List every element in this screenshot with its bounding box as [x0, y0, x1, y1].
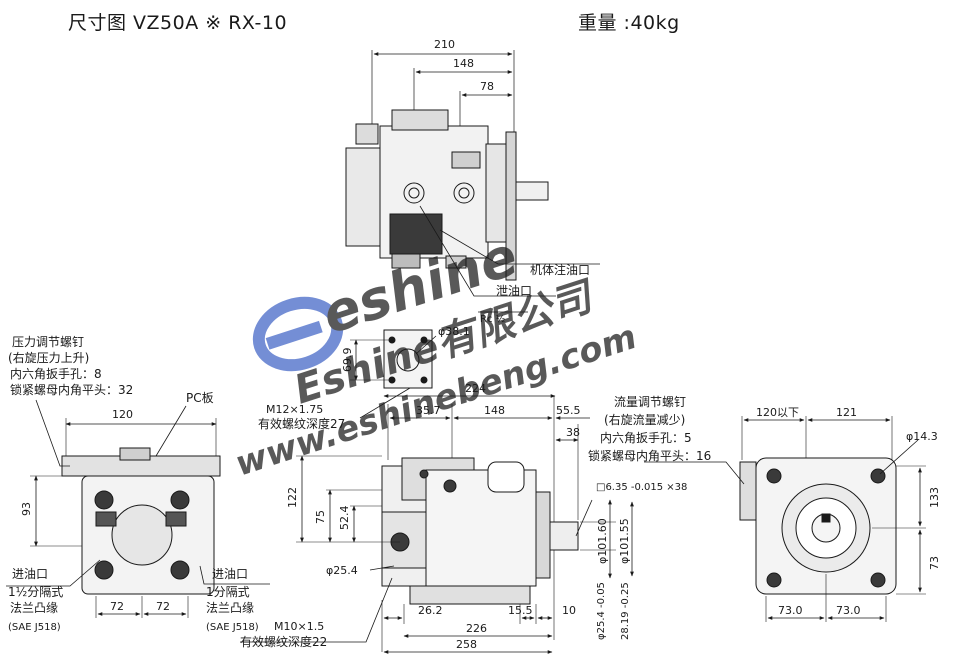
watermark-logo-icon	[252, 296, 344, 372]
weight-label: 重量 :40kg	[578, 12, 680, 34]
dim-121: 121	[836, 406, 857, 419]
inlet-b-standard: (SAE J518)	[206, 622, 259, 633]
dim-38-1: φ38.1	[438, 325, 470, 338]
dim-15-5: 15.5	[508, 604, 533, 617]
dim-148-top: 148	[453, 57, 474, 70]
label-body-oil-port: 机体注油口	[530, 262, 590, 277]
pc-board-label: PC板	[186, 391, 214, 405]
flow-screw-nut: 锁紧螺母内角平头：16	[588, 448, 711, 463]
left-view	[6, 399, 270, 618]
dim-73-vertical: 73	[928, 556, 941, 570]
pressure-screw-title: 压力调节螺钉	[12, 335, 84, 349]
inlet-b-title: 进油口	[212, 567, 248, 581]
dim-10: 10	[562, 604, 576, 617]
dim-38: 38	[566, 426, 580, 439]
pressure-screw-hex: 内六角扳手孔：8	[10, 367, 102, 381]
dim-122: 122	[286, 487, 299, 508]
dim-shaft-25-4: φ25.4 -0.05	[596, 582, 607, 640]
inlet-a-title: 进油口	[12, 567, 48, 581]
flow-screw-title: 流量调节螺钉	[614, 395, 686, 409]
inlet-a-standard: (SAE J518)	[8, 622, 61, 633]
dim-148-front: 148	[484, 404, 505, 417]
label-rc-thread: Rc ½	[480, 313, 506, 325]
flow-screw-hex: 内六角扳手孔：5	[600, 431, 692, 445]
dim-52-4: 52.4	[338, 506, 351, 531]
key-dimension: □6.35 -0.015 ×38	[596, 482, 687, 493]
dim-55-5: 55.5	[556, 404, 581, 417]
thread-depth-27: 有效螺纹深度27	[258, 416, 345, 431]
thread-m12: M12×1.75	[266, 403, 323, 416]
dim-28-19: 28.19 -0.25	[620, 582, 631, 640]
thread-depth-22: 有效螺纹深度22	[240, 634, 327, 649]
dim-69-9: 69.9	[341, 348, 354, 373]
label-drain-port: 泄油口	[496, 284, 532, 298]
dim-101-55: φ101.55	[618, 518, 631, 564]
dim-78: 78	[480, 80, 494, 93]
front-view	[240, 396, 634, 654]
dim-73-b: 73.0	[836, 604, 861, 617]
drawing-title: 尺寸图 VZ50A ※ RX-10	[68, 12, 288, 34]
dim-72-a: 72	[110, 600, 124, 613]
flow-screw-direction: (右旋流量减少)	[604, 412, 685, 427]
dim-25-4: φ25.4	[326, 564, 358, 577]
inlet-b-flange: 法兰凸缘	[206, 601, 254, 615]
pressure-screw-direction: (右旋压力上升)	[8, 350, 89, 365]
dim-226: 226	[466, 622, 487, 635]
dim-35-7: 35.7	[416, 404, 441, 417]
inlet-a-type: 1½分隔式	[8, 585, 63, 599]
dim-120-right: 120以下	[756, 406, 799, 419]
flange-detail	[350, 329, 556, 419]
dim-72-b: 72	[156, 600, 170, 613]
thread-m10: M10×1.5	[274, 620, 324, 633]
dim-224: 224	[465, 382, 486, 395]
dim-14-3: φ14.3	[906, 430, 938, 443]
pressure-screw-nut: 锁紧螺母内角平头：32	[10, 382, 133, 397]
right-view	[644, 416, 926, 622]
inlet-b-type: 1分隔式	[206, 585, 250, 599]
dim-26-2: 26.2	[418, 604, 443, 617]
dim-120-left: 120	[112, 408, 133, 421]
dim-73-a: 73.0	[778, 604, 803, 617]
top-view	[345, 50, 600, 313]
dim-258: 258	[456, 638, 477, 651]
dim-75: 75	[314, 510, 327, 524]
inlet-a-flange: 法兰凸缘	[10, 601, 58, 615]
dim-133: 133	[928, 487, 941, 508]
dim-101-60: φ101.60	[596, 518, 609, 564]
dim-210: 210	[434, 38, 455, 51]
dim-93: 93	[20, 502, 33, 516]
